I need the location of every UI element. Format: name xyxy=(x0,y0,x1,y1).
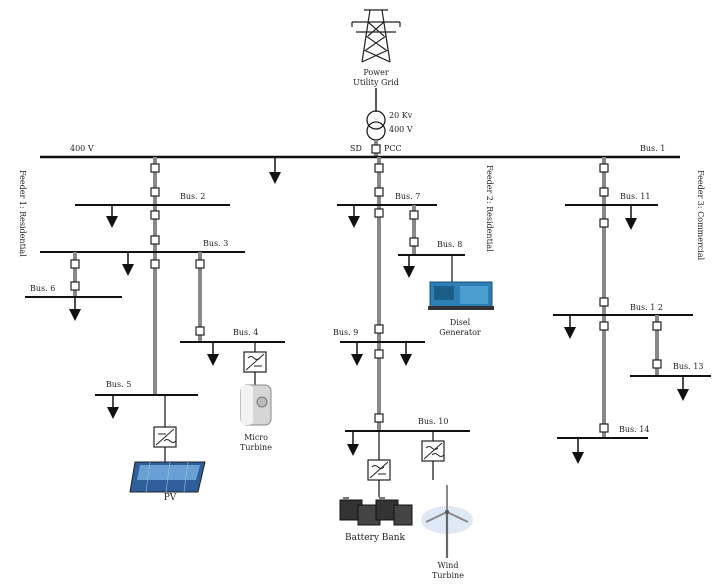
bus-5-label: Bus. 5 xyxy=(106,380,131,389)
bus-6-label: Bus. 6 xyxy=(30,284,55,293)
bus-4-label: Bus. 4 xyxy=(233,328,258,337)
pv-label: PV xyxy=(164,493,177,503)
bus-8-label: Bus. 8 xyxy=(437,240,462,249)
diesel-label-2: Generator xyxy=(439,328,481,337)
transformer-high-voltage: 20 Kv xyxy=(389,111,413,120)
wind-label-2: Turbine xyxy=(432,571,464,580)
pcc-label: PCC xyxy=(384,144,402,153)
transformer-low-voltage: 400 V xyxy=(389,125,413,134)
feeder-1-label: Feeder 1: Residential xyxy=(18,170,27,257)
bus-1-label: Bus. 1 xyxy=(640,144,665,153)
feeder-2: Bus. 7 Bus. 8 Disel Generator Bus. 9 Bus… xyxy=(333,157,494,580)
bus-9-label: Bus. 9 xyxy=(333,328,358,337)
battery-label: Battery Bank xyxy=(345,533,406,543)
transformer-icon xyxy=(366,110,386,141)
pcc-switch xyxy=(371,144,381,154)
micro-turbine-label-1: Micro xyxy=(244,433,268,442)
bus-12-label: Bus. 1 2 xyxy=(630,303,663,312)
sd-label: SD xyxy=(350,144,362,153)
bus-7-label: Bus. 7 xyxy=(395,192,420,201)
feeder-3: Bus. 11 Bus. 1 2 Bus. 13 Bus. 14 xyxy=(553,157,711,464)
wind-turbine-icon xyxy=(421,485,473,558)
wind-label-1: Wind xyxy=(438,561,459,570)
feeder-3-label: Feeder 3: Commercial xyxy=(696,170,705,261)
micro-turbine-icon xyxy=(240,384,272,426)
grid-label-line2: Utility Grid xyxy=(353,78,399,87)
bus-10-label: Bus. 10 xyxy=(418,417,448,426)
bus-3-label: Bus. 3 xyxy=(203,239,228,248)
battery-bank-icon xyxy=(339,497,413,526)
diesel-generator-icon xyxy=(428,281,494,310)
diesel-label-1: Disel xyxy=(450,318,471,327)
feeder-2-label: Feeder 2: Residential xyxy=(485,165,494,252)
micro-turbine-label-2: Turbine xyxy=(240,443,272,452)
main-bus-voltage: 400 V xyxy=(70,144,94,153)
bus-14-label: Bus. 14 xyxy=(619,425,649,434)
bus-11-label: Bus. 11 xyxy=(620,192,650,201)
transmission-tower-icon xyxy=(351,9,401,63)
pv-panel-icon xyxy=(129,461,206,493)
feeder-1: Bus. 2 Bus. 3 Bus. 6 Bus. 4 Mi xyxy=(25,157,285,503)
bus-2-label: Bus. 2 xyxy=(180,192,205,201)
grid-label-line1: Power xyxy=(363,68,388,77)
bus-13-label: Bus. 13 xyxy=(673,362,703,371)
